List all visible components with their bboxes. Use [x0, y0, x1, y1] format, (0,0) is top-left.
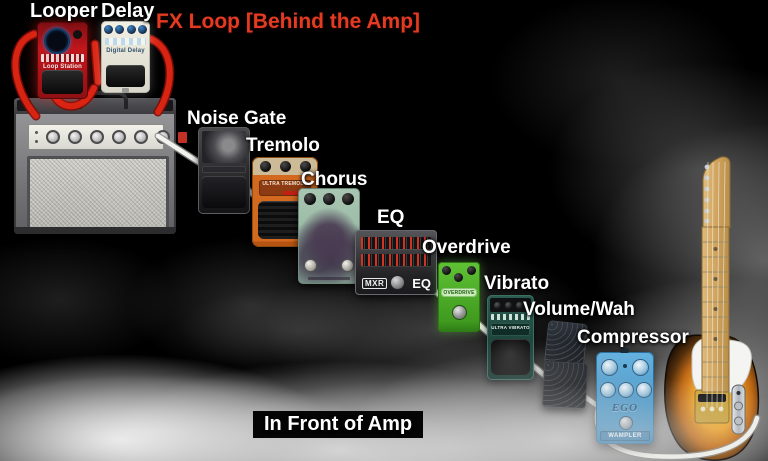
- eq-brand-logo: MXR: [362, 278, 388, 289]
- overdrive-knob: [442, 266, 451, 275]
- chorus-knob: [323, 193, 335, 205]
- chorus-footswitch: [304, 259, 317, 272]
- eq-label: EQ: [377, 207, 405, 228]
- chorus-pedal: [298, 188, 360, 284]
- looper-switch-row: [41, 54, 84, 62]
- delay-knobs: [104, 25, 147, 34]
- vibrato-label-band: ULTRA VIBRATO: [491, 323, 530, 336]
- volume-wah-base: [541, 360, 589, 410]
- chorus-bottom-text: [308, 277, 350, 280]
- compressor-knob: [600, 382, 616, 398]
- compressor-led: [623, 364, 627, 368]
- overdrive-label: Overdrive: [422, 237, 511, 258]
- compressor-knob: [601, 359, 618, 376]
- electric-guitar: [664, 156, 760, 461]
- fx-loop-label: FX Loop [Behind the Amp]: [156, 10, 421, 33]
- compressor-knob: [618, 382, 634, 398]
- noise-gate-graphic: [202, 131, 246, 163]
- compressor-label: Compressor: [577, 327, 689, 348]
- compressor-knob: [636, 382, 652, 398]
- delay-label: Delay: [101, 0, 155, 22]
- overdrive-device-name: OVERDRIVE: [443, 290, 475, 296]
- volume-wah-label: Volume/Wah: [523, 299, 635, 320]
- looper-knob: [73, 30, 82, 39]
- vibrato-label: Vibrato: [484, 273, 550, 294]
- overdrive-knob: [467, 266, 476, 275]
- tremolo-knob: [280, 161, 291, 172]
- looper-footswitch: [42, 70, 83, 94]
- noise-gate-label-band: [202, 166, 246, 173]
- eq-device-name: EQ: [412, 276, 431, 291]
- delay-thumbscrew: [122, 88, 129, 93]
- compressor-footswitch: [619, 416, 633, 430]
- overdrive-pedal: OVERDRIVE: [438, 262, 480, 332]
- noise-gate-label: Noise Gate: [187, 108, 287, 129]
- in-front-of-amp-label: In Front of Amp: [253, 411, 424, 438]
- overdrive-label-band: OVERDRIVE: [441, 288, 477, 297]
- eq-footswitch: [390, 275, 405, 290]
- compressor-brand-logo: WAMPLER: [600, 431, 650, 441]
- vibrato-footswitch: [491, 339, 530, 375]
- compressor-pedal: EGO WAMPLER: [596, 348, 654, 444]
- eq-slider-row: [361, 254, 431, 266]
- compressor-knob: [632, 359, 649, 376]
- noise-gate-footswitch: [202, 176, 246, 208]
- delay-pedal: Digital Delay: [101, 21, 150, 93]
- overdrive-footswitch: [452, 305, 467, 320]
- chorus-knob: [342, 193, 354, 205]
- compressor-jack: [620, 348, 629, 353]
- tremolo-knob: [260, 161, 271, 172]
- delay-footswitch: [106, 65, 145, 87]
- eq-slider-row: [361, 237, 431, 249]
- noise-gate-pedal: [198, 127, 250, 214]
- loop-indicator-display: [44, 28, 70, 54]
- looper-label: Looper: [30, 0, 98, 22]
- overdrive-knob: [454, 273, 463, 282]
- vibrato-device-name: ULTRA VIBRATO: [491, 325, 530, 330]
- compressor-device-name: EGO: [611, 402, 639, 414]
- delay-pattern-strip: [105, 38, 146, 45]
- delay-device-name: Digital Delay: [106, 48, 145, 54]
- chorus-knob: [304, 193, 316, 205]
- chorus-footswitch: [341, 259, 354, 272]
- chorus-label: Chorus: [301, 169, 368, 190]
- looper-pedal: Loop Station: [37, 22, 88, 99]
- tremolo-label: Tremolo: [246, 135, 320, 156]
